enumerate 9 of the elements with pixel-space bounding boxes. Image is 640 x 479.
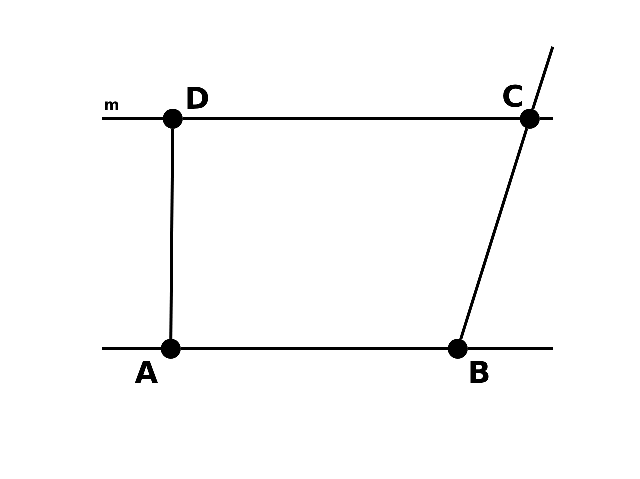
line-name: m xyxy=(104,98,120,113)
line-segment xyxy=(183,118,520,120)
point-label: D xyxy=(185,85,210,115)
line-segment xyxy=(460,128,528,340)
point-label: A xyxy=(135,359,158,389)
line-segment xyxy=(181,348,448,350)
point-label: C xyxy=(502,83,524,113)
line-segment xyxy=(170,128,174,340)
point-label: B xyxy=(468,359,491,389)
